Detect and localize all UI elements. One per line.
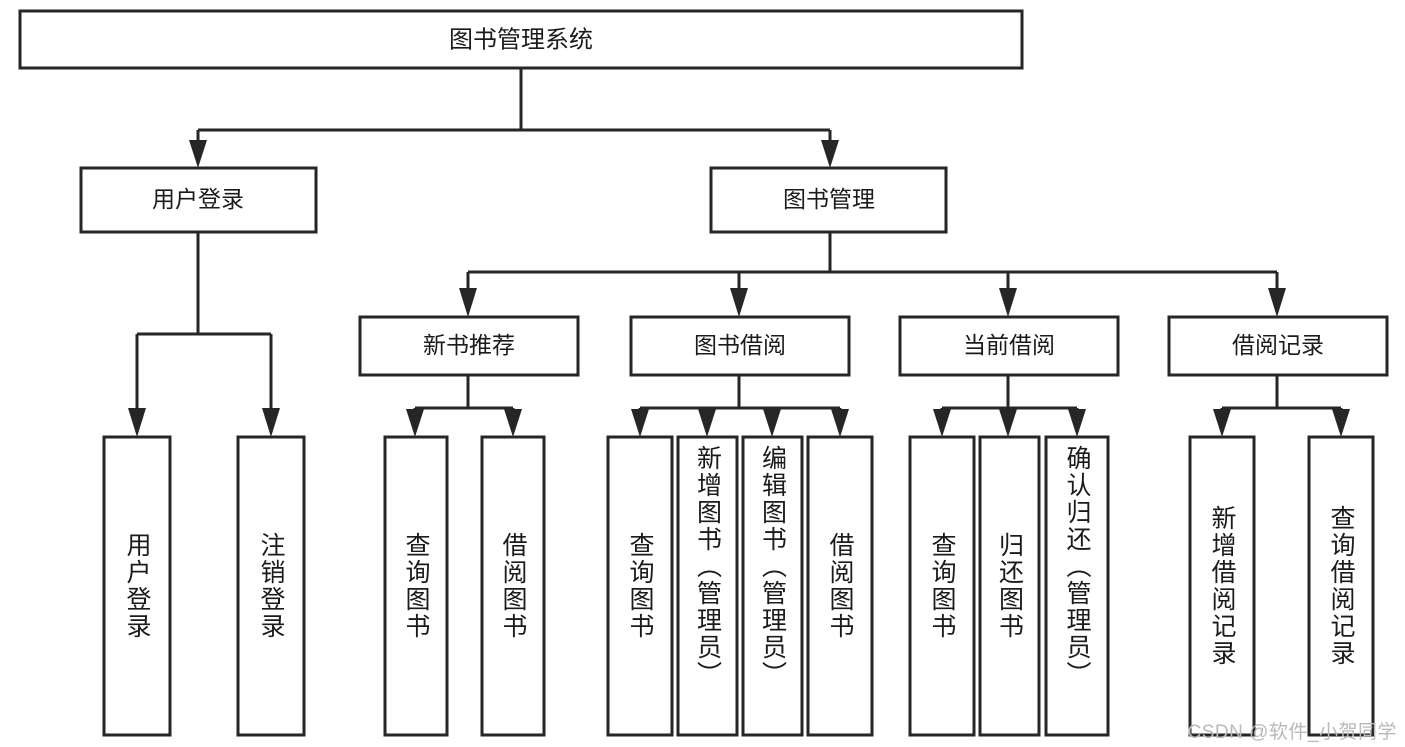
node-book-borrow-label: 图书借阅 [694, 332, 786, 358]
arrow-head-icon [999, 288, 1017, 317]
arrow-head-icon [933, 409, 951, 437]
leaf-node-logout[interactable] [236, 435, 306, 737]
arrow-head-icon [189, 140, 207, 168]
node-root-label: 图书管理系统 [449, 26, 593, 53]
arrow-head-icon [730, 288, 748, 317]
arrow-head-icon [1268, 288, 1286, 317]
arrow-head-icon [821, 140, 839, 168]
arrow-head-icon [128, 408, 146, 437]
arrow-head-icon [698, 409, 716, 437]
node-current-borrow-label: 当前借阅 [963, 332, 1055, 358]
arrow-head-icon [504, 409, 522, 437]
leaf-node-user-login[interactable] [102, 435, 172, 737]
connector-currentborrow-to-leaves [933, 375, 1086, 437]
arrow-head-icon [763, 409, 781, 437]
node-book-manage[interactable]: 图书管理 [709, 166, 948, 234]
arrow-head-icon [631, 409, 649, 437]
connector-bookmanage-to-mid [459, 232, 1286, 317]
node-new-book-recommend-label: 新书推荐 [423, 332, 515, 358]
node-user-login[interactable]: 用户登录 [79, 166, 318, 234]
node-borrow-record[interactable]: 借阅记录 [1167, 315, 1389, 377]
connector-bookborrow-to-leaves [631, 375, 849, 437]
arrow-head-icon [406, 409, 424, 437]
arrow-head-icon [1213, 409, 1231, 437]
node-new-book-recommend[interactable]: 新书推荐 [358, 315, 580, 377]
leaf-node-query-book-1[interactable] [383, 435, 449, 737]
connector-newbook-to-leaves [406, 375, 522, 437]
node-book-manage-label: 图书管理 [783, 186, 875, 212]
leaf-node-borrow-book-2[interactable] [806, 435, 874, 737]
leaf-node-return-book[interactable] [978, 435, 1041, 737]
leaf-node-query-record[interactable] [1307, 435, 1375, 737]
node-root[interactable]: 图书管理系统 [18, 9, 1024, 70]
arrow-head-icon [262, 408, 280, 437]
arrow-head-icon [459, 288, 477, 317]
node-book-borrow[interactable]: 图书借阅 [629, 315, 851, 377]
arrow-head-icon [999, 409, 1017, 437]
leaf-node-confirm-return[interactable] [1044, 435, 1110, 737]
connector-userlogin-to-leaves [128, 232, 280, 437]
arrow-head-icon [1332, 409, 1350, 437]
arrow-head-icon [831, 409, 849, 437]
leaf-node-borrow-book-1[interactable] [480, 435, 546, 737]
node-borrow-record-label: 借阅记录 [1232, 332, 1324, 358]
node-user-login-label: 用户登录 [152, 186, 244, 212]
leaf-node-add-record[interactable] [1188, 435, 1256, 737]
arrow-head-icon [1068, 409, 1086, 437]
leaf-node-edit-book[interactable] [741, 435, 804, 737]
leaf-node-query-book-2[interactable] [606, 435, 674, 737]
leaf-node-query-book-3[interactable] [908, 435, 976, 737]
leaf-node-add-book[interactable] [676, 435, 739, 737]
connector-root-to-level1 [189, 68, 839, 168]
csdn-watermark: CSDN @软件_小贺同学 [1187, 722, 1397, 743]
connector-borrowrecord-to-leaves [1213, 375, 1350, 437]
node-current-borrow[interactable]: 当前借阅 [898, 315, 1120, 377]
